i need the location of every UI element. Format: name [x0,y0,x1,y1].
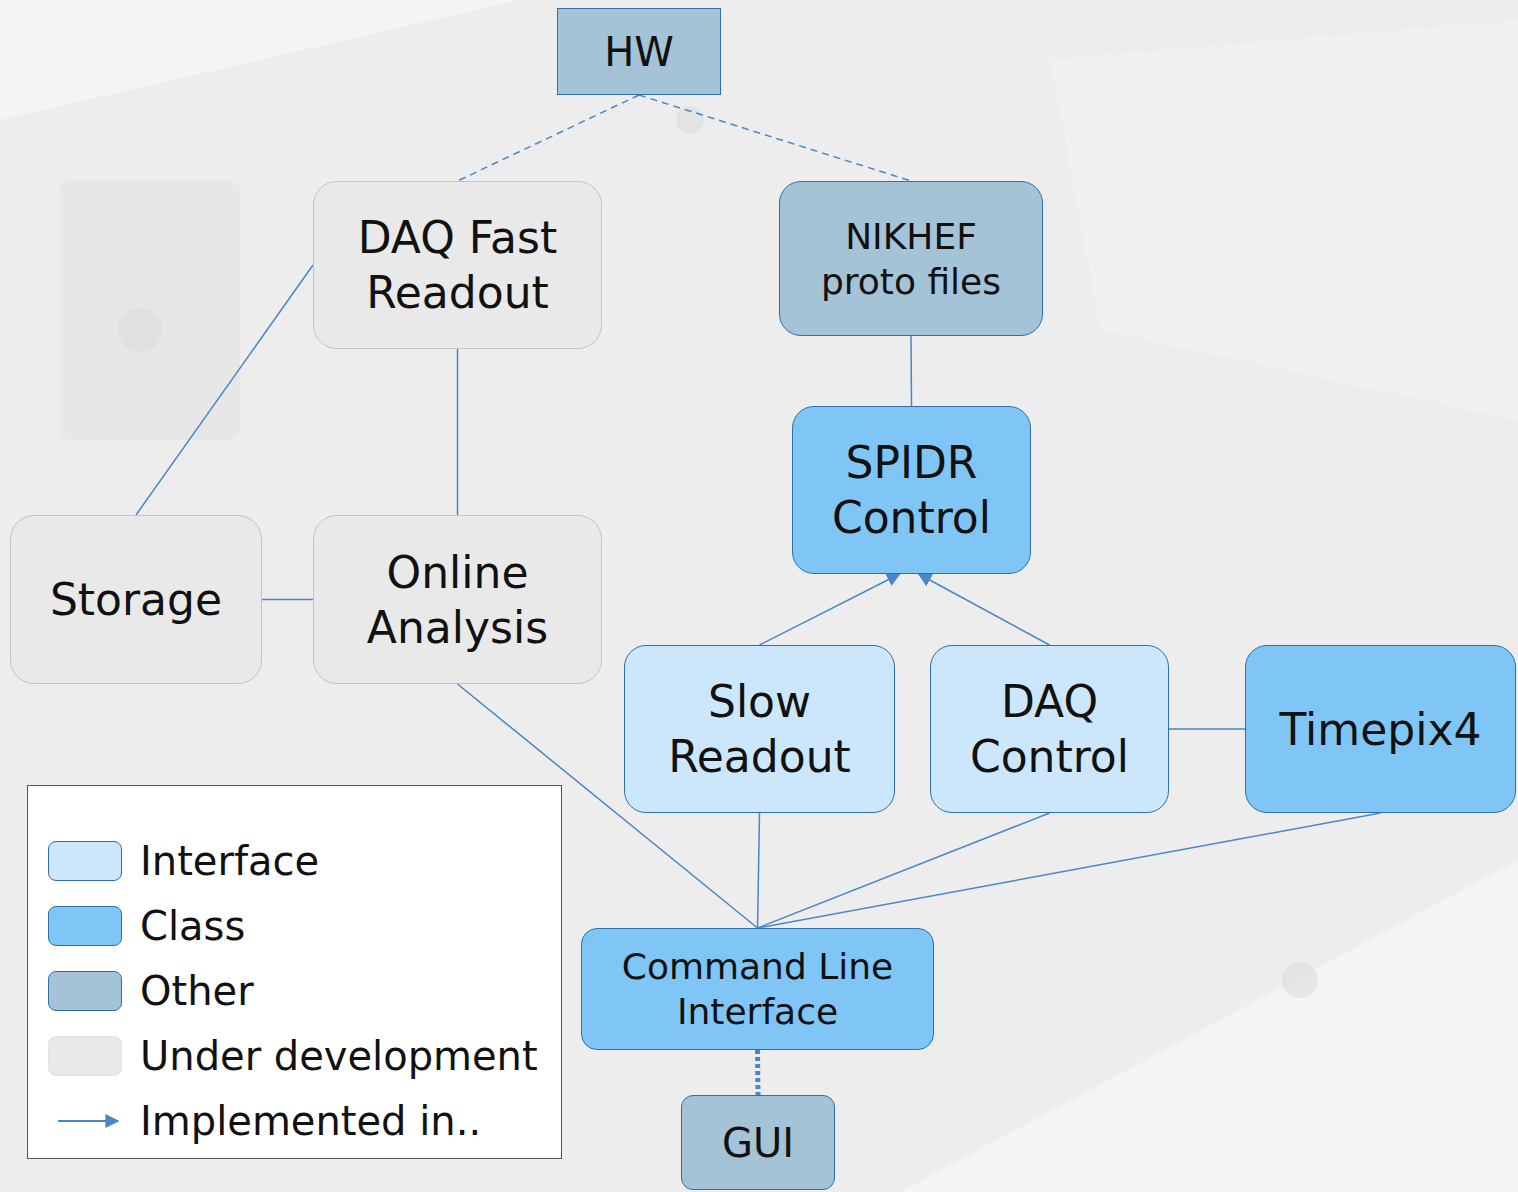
legend-item: Other [48,958,561,1023]
legend-item: Implemented in.. [48,1088,561,1153]
connector [758,813,1381,928]
interface-box: Slow Readout [624,645,895,813]
connector [758,813,760,928]
connector [457,349,459,515]
legend-text: Implemented in.. [140,1098,481,1144]
dev-box: Storage [10,515,262,684]
other-box: NIKHEF proto files [779,181,1043,336]
board-panel [1050,20,1518,420]
node-label: DAQ Control [943,674,1156,784]
connector [919,574,1050,645]
legend-item: Interface [48,828,561,893]
legend-arrow [58,1120,118,1122]
legend-text: Under development [140,1033,538,1079]
legend-item: Class [48,893,561,958]
legend-swatch [48,906,122,946]
node-label: DAQ Fast Readout [326,210,589,320]
connector [1169,728,1245,730]
dev-box: Online Analysis [313,515,602,684]
node-label: NIKHEF proto files [792,214,1030,304]
node-label: Slow Readout [637,674,882,784]
connector [758,813,1050,928]
legend-swatch [48,1036,122,1076]
legend-swatch [48,841,122,881]
board-hole [1282,962,1318,998]
legend-box: InterfaceClassOtherUnder developmentImpl… [27,785,562,1159]
connector-shape [60,180,240,440]
connector [639,95,911,181]
connector [755,1050,761,1095]
node-label: SPIDR Control [805,435,1018,545]
legend-text: Interface [140,838,319,884]
connector [458,95,640,181]
node-label: HW [604,27,674,77]
connector [760,574,900,645]
legend-text: Other [140,968,254,1014]
other-box: GUI [681,1095,835,1190]
interface-box: DAQ Control [930,645,1169,813]
legend-text: Class [140,903,245,949]
node-label: GUI [722,1118,794,1168]
class-box: SPIDR Control [792,406,1031,574]
connector [136,265,313,515]
legend-arrow-sample [48,1101,122,1141]
node-label: Timepix4 [1280,702,1482,757]
legend-swatch [48,971,122,1011]
node-label: Command Line Interface [594,944,921,1034]
dev-box: DAQ Fast Readout [313,181,602,349]
node-label: Online Analysis [326,545,589,655]
connector [910,336,912,406]
board-hole [118,308,162,352]
class-box: Command Line Interface [581,928,934,1050]
other-box: HW [557,8,721,95]
legend-item: Under development [48,1023,561,1088]
class-box: Timepix4 [1245,645,1516,813]
board-hole [676,106,704,134]
connector [262,599,313,601]
node-label: Storage [50,572,222,627]
